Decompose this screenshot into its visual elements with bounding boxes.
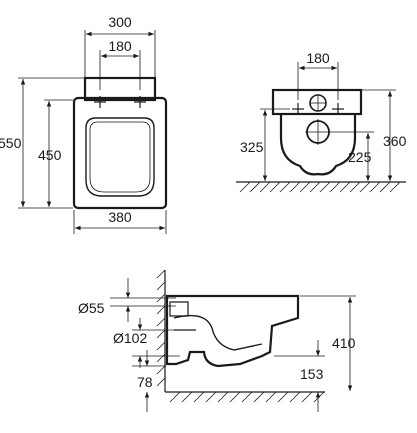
- side-view-floor-hatch: [169, 391, 325, 403]
- rear-view-bolt-crosses: [292, 103, 344, 115]
- dim-450: [44, 99, 73, 207]
- side-view-bowl: [165, 294, 300, 368]
- dim-78: [132, 350, 166, 412]
- side-view-wall-hatch: [156, 269, 166, 387]
- side-view-inlet-pipe: [169, 301, 189, 317]
- dim-label-410: 410: [332, 335, 356, 351]
- dim-label-180-top: 180: [108, 38, 132, 54]
- dim-225: [330, 131, 374, 181]
- dim-label-180-rear: 180: [306, 50, 330, 66]
- dim-180-top: [99, 50, 141, 90]
- dim-325: [260, 108, 290, 181]
- dim-label-325: 325: [240, 139, 264, 155]
- dim-d102: [132, 318, 180, 368]
- dim-label-d102: Ø102: [113, 330, 147, 346]
- dim-180-rear: [297, 62, 339, 100]
- side-view-trap: [173, 314, 263, 351]
- dim-380: [73, 210, 167, 234]
- rear-view-body: [279, 114, 357, 176]
- side-view: Ø55 Ø102 78 153 410: [78, 269, 356, 412]
- dim-label-450: 450: [38, 147, 62, 163]
- dim-d55: [110, 278, 176, 322]
- dim-label-550: 550: [0, 135, 22, 151]
- rear-view: 180 325 360 225: [236, 50, 407, 193]
- dim-550: [18, 77, 84, 209]
- dim-label-153: 153: [300, 366, 324, 382]
- dim-label-78: 78: [137, 374, 153, 390]
- dim-label-d55: Ø55: [78, 300, 105, 316]
- top-view-seat-inner: [89, 121, 151, 193]
- dim-410: [300, 295, 356, 391]
- dim-300: [84, 30, 156, 77]
- dim-label-360: 360: [383, 133, 407, 149]
- dim-153: [274, 340, 325, 412]
- top-view-mounting-crosses: [94, 96, 146, 108]
- dim-360: [362, 89, 396, 181]
- dim-label-225: 225: [348, 149, 372, 165]
- top-view-bowl: [72, 96, 168, 210]
- rear-view-floor-hatch: [239, 181, 401, 193]
- top-view-seat-opening: [85, 117, 155, 197]
- dim-label-300: 300: [108, 14, 132, 30]
- top-view: 300 180 550 450 380: [0, 14, 168, 234]
- dim-label-380: 380: [108, 209, 132, 225]
- top-view-tank-plate: [83, 76, 157, 102]
